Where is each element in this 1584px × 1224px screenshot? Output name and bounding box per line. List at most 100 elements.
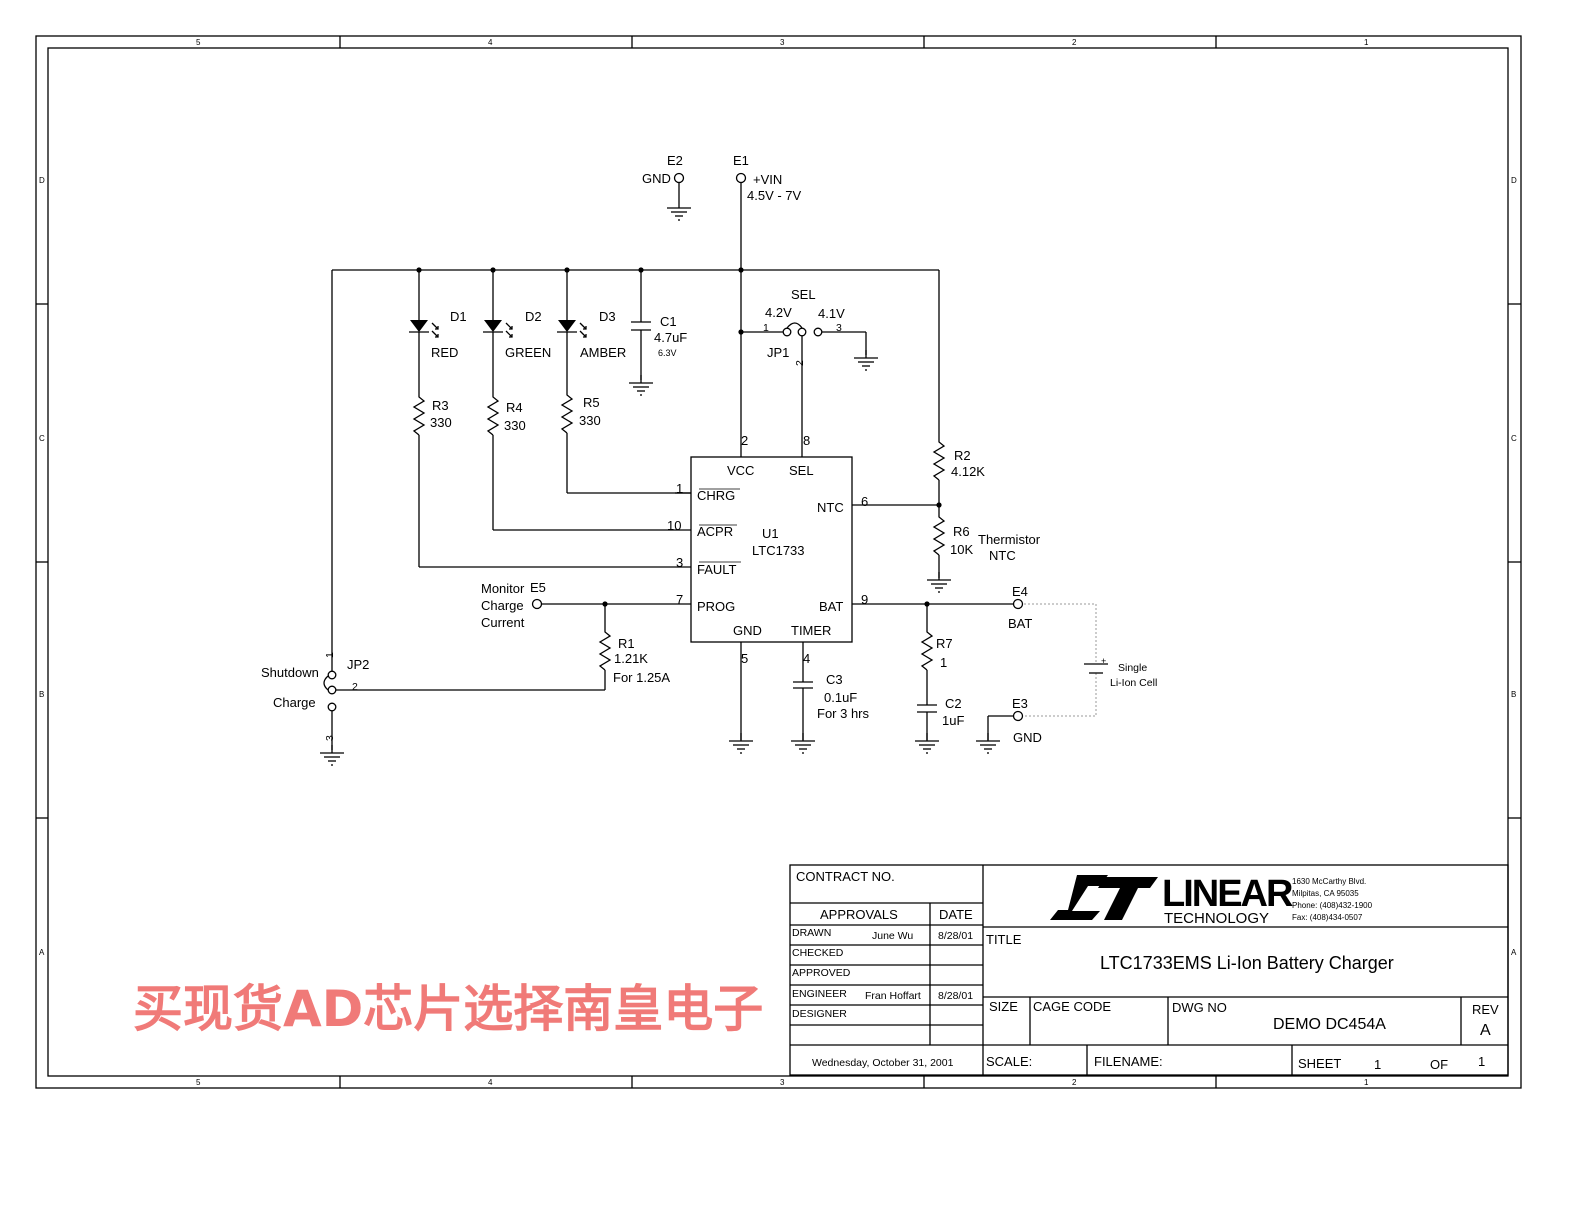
sheet-number: 1 (1374, 1057, 1381, 1072)
ground-icon (926, 571, 952, 593)
address-line: Fax: (408)434-0507 (1292, 913, 1363, 922)
d2-ref: D2 (525, 309, 542, 324)
c3-value: 0.1uF (824, 690, 857, 705)
r5-ref: R5 (583, 395, 600, 410)
jp1-pin: 3 (836, 322, 842, 334)
jp2-pin: 1 (324, 652, 336, 658)
sheet-total: 1 (1478, 1054, 1485, 1069)
r1-note: For 1.25A (613, 670, 670, 685)
r6-value: 10K (950, 542, 973, 557)
resistor-r2 (933, 439, 945, 481)
col-label: 1 (1364, 38, 1369, 47)
battery-label: Li-Ion Cell (1110, 677, 1157, 689)
row-label: C (39, 434, 45, 443)
pin-sel: SEL (789, 463, 814, 478)
linear-technology-logo: LINEAR TECHNOLOGY (1050, 873, 1295, 927)
approval-name: June Wu (872, 930, 913, 942)
e4-net: BAT (1008, 616, 1032, 631)
col-label: 3 (780, 38, 785, 47)
pin-num: 10 (667, 518, 681, 533)
led-d3-icon (556, 319, 587, 338)
r2-value: 4.12K (951, 464, 985, 479)
ic-part: LTC1733 (752, 543, 805, 558)
c3-ref: C3 (826, 672, 843, 687)
logo-sub: TECHNOLOGY (1164, 910, 1269, 927)
dwg-no-label: DWG NO (1172, 1000, 1227, 1015)
e5-ref: E5 (530, 580, 546, 595)
r1-value: 1.21K (614, 651, 648, 666)
pin-num: 8 (803, 433, 810, 448)
ground-icon (319, 744, 345, 766)
row-label: B (1511, 690, 1516, 699)
pin-ntc: NTC (817, 500, 844, 515)
pin-prog: PROG (697, 599, 735, 614)
jp1-title: SEL (791, 287, 816, 302)
battery-label: Single (1118, 662, 1147, 674)
ic-pin-stubs (675, 488, 741, 563)
sheet-label: SHEET (1298, 1056, 1341, 1071)
r6-note: Thermistor (978, 532, 1041, 547)
pin-num: 1 (676, 481, 683, 496)
ground-icon (790, 732, 816, 754)
led-d1-icon (408, 319, 439, 338)
e3-net: GND (1013, 730, 1042, 745)
dwg-no: DEMO DC454A (1273, 1016, 1386, 1033)
pin-chrg: CHRG (697, 488, 735, 503)
row-label: C (1511, 434, 1517, 443)
filename-label: FILENAME: (1094, 1054, 1163, 1069)
ground-icon (666, 199, 692, 221)
pin-num: 6 (861, 494, 868, 509)
scale-label: SCALE: (986, 1054, 1032, 1069)
e5-label: Monitor (481, 581, 525, 596)
c1-value: 4.7uF (654, 330, 687, 345)
e4-ref: E4 (1012, 584, 1028, 599)
drawing-frame: 5 4 3 2 1 5 4 3 2 1 D C B A D C B A (35, 35, 1522, 1089)
jp2-option: Shutdown (261, 665, 319, 680)
jp2-option: Charge (273, 695, 316, 710)
pin-num: 5 (741, 651, 748, 666)
jp2-pin: 2 (352, 681, 358, 693)
col-label: 4 (488, 1078, 493, 1087)
pin-bat: BAT (819, 599, 843, 614)
r4-ref: R4 (506, 400, 523, 415)
resistor-r4 (487, 394, 499, 436)
approval-name: Fran Hoffart (865, 990, 921, 1002)
jp1-ref: JP1 (767, 345, 789, 360)
title-block: CONTRACT NO. APPROVALS DATE DRAWN June W… (789, 864, 1509, 1076)
c1-rating: 6.3V (658, 348, 677, 358)
address-line: 1630 McCarthy Blvd. (1292, 877, 1366, 886)
d3-ref: D3 (599, 309, 616, 324)
e5-label: Current (481, 615, 525, 630)
approvals-label: APPROVALS (820, 907, 898, 922)
d1-color: RED (431, 345, 458, 360)
led-d2-icon (482, 319, 513, 338)
watermark-text: 买现货AD芯片选择南皇电子 (133, 980, 763, 1038)
rev: A (1480, 1022, 1491, 1039)
col-label: 2 (1072, 38, 1077, 47)
d1-ref: D1 (450, 309, 467, 324)
cage-code-label: CAGE CODE (1033, 999, 1111, 1014)
r3-ref: R3 (432, 398, 449, 413)
size-label: SIZE (989, 999, 1018, 1014)
battery-polarity: + (1101, 656, 1106, 666)
r7-value: 1 (940, 655, 947, 670)
r6-note: NTC (989, 548, 1016, 563)
r2-ref: R2 (954, 448, 971, 463)
e1-net: +VIN (753, 172, 782, 187)
ic-ref: U1 (762, 526, 779, 541)
terminal-pads (327, 172, 1024, 722)
r3-value: 330 (430, 415, 452, 430)
date-label: DATE (939, 907, 973, 922)
pin-num: 3 (676, 555, 683, 570)
e2-ref: E2 (667, 153, 683, 168)
col-label: 3 (780, 1078, 785, 1087)
col-label: 5 (196, 38, 201, 47)
approval-date: 8/28/01 (938, 990, 973, 1002)
row-label: D (1511, 176, 1517, 185)
pin-vcc: VCC (727, 463, 754, 478)
jp1-option: 4.2V (765, 305, 792, 320)
pin-num: 2 (741, 433, 748, 448)
c2-ref: C2 (945, 696, 962, 711)
approval-role: DESIGNER (792, 1008, 847, 1020)
pin-num: 7 (676, 592, 683, 607)
